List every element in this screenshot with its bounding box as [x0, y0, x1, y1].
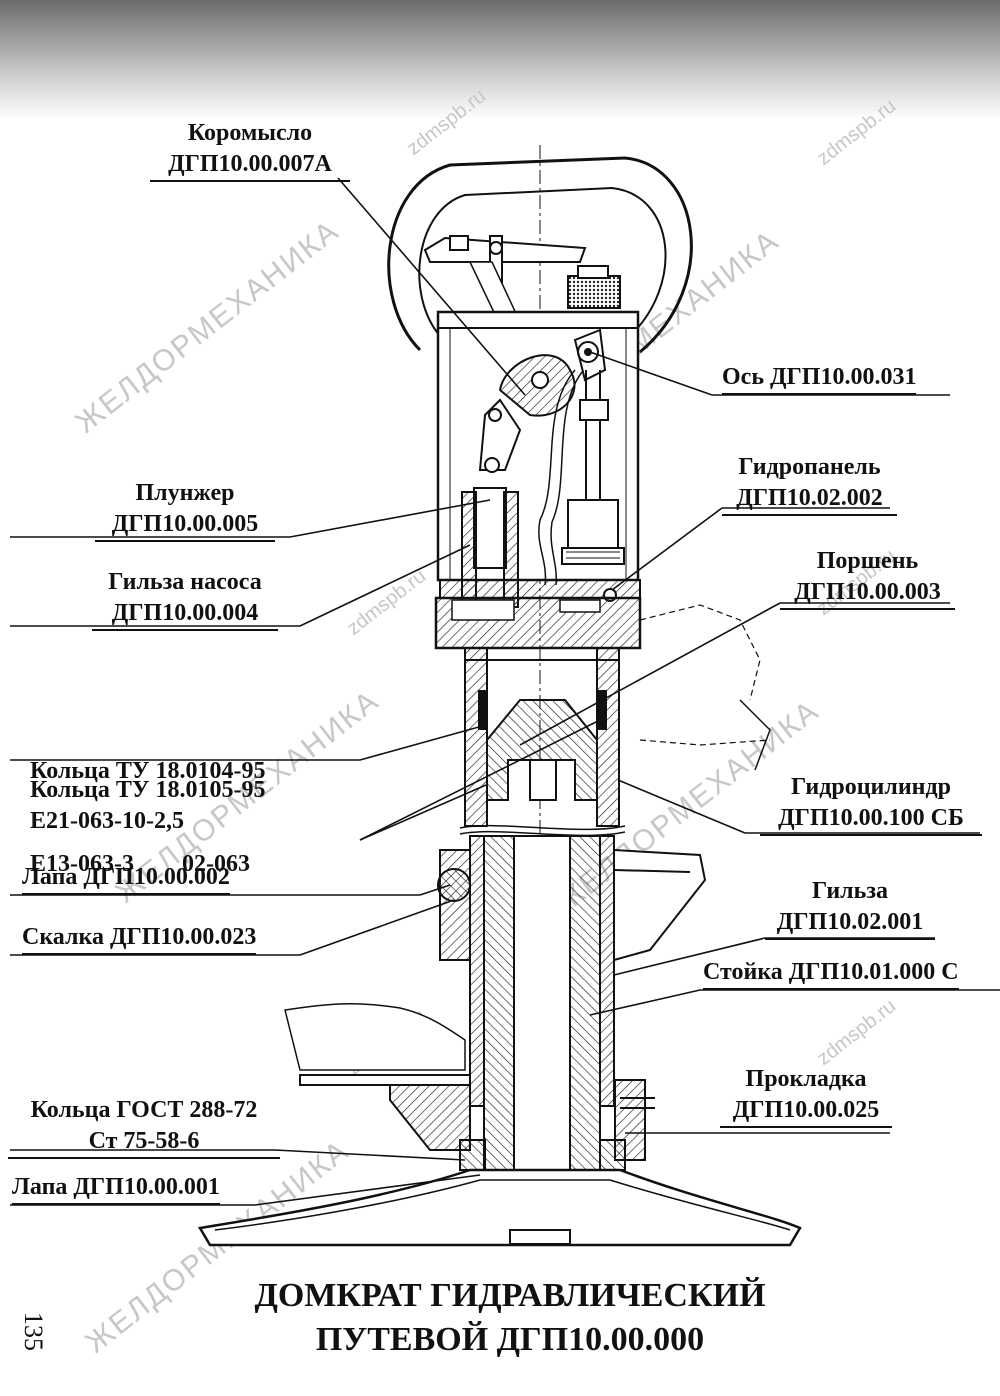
- label-plunzher: Плунжер ДГП10.00.005: [95, 478, 275, 542]
- label-kolca-2-line2: Е21-063-10-2,5: [30, 808, 184, 834]
- sleeve: [469, 835, 485, 1107]
- label-gilza-code: ДГП10.02.001: [765, 907, 935, 940]
- carry-handle: [387, 156, 693, 354]
- label-kolca-2-line1: Кольца ТУ 18.0105-95: [30, 777, 266, 803]
- label-porshen: Поршень ДГП10.00.003: [780, 546, 955, 610]
- label-prokladka: Прокладка ДГП10.00.025: [720, 1064, 892, 1128]
- label-koromyslo-name: Коромысло: [187, 120, 313, 146]
- label-koromyslo-code: ДГП10.00.007А: [150, 149, 350, 182]
- label-kolca-1-line2: Е13-063-3 02-063: [30, 851, 250, 877]
- label-lapa-001: Лапа ДГП10.00.001: [12, 1172, 220, 1205]
- hydro-cylinder-wall-left: [464, 647, 488, 827]
- label-kolca-1: Кольца ТУ 18.0104-95 Е13-063-3 02-063: [30, 694, 266, 911]
- label-gidropanel-code: ДГП10.02.002: [722, 483, 897, 516]
- label-skalka: Скалка ДГП10.00.023: [22, 922, 257, 955]
- label-prokladka-code: ДГП10.00.025: [720, 1095, 892, 1128]
- drawing-title-line1: ДОМКРАТ ГИДРАВЛИЧЕСКИЙ: [254, 1277, 766, 1314]
- label-kolca-gost-line2: Ст 75-58-6: [8, 1126, 280, 1159]
- label-koromyslo: Коромысло ДГП10.00.007А: [150, 118, 350, 182]
- label-lapa-002: Лапа ДГП10.00.002: [22, 862, 230, 895]
- upper-foot: [439, 849, 471, 961]
- label-gilza-nasosa-name: Гильза насоса: [108, 569, 262, 595]
- label-gilza-nasosa-code: ДГП10.00.004: [92, 598, 278, 631]
- label-kolca-gost: Кольца ГОСТ 288-72 Ст 75-58-6: [8, 1095, 280, 1159]
- label-gilza: Гильза ДГП10.02.001: [765, 876, 935, 940]
- label-gilza-name: Гильза: [812, 878, 888, 904]
- piston: [486, 699, 598, 801]
- base-plate: [198, 1168, 802, 1247]
- knurled-cap: [567, 275, 621, 309]
- label-plunzher-code: ДГП10.00.005: [95, 509, 275, 542]
- drawing-title: ДОМКРАТ ГИДРАВЛИЧЕСКИЙ ПУТЕВОЙ ДГП10.00.…: [180, 1274, 840, 1362]
- label-kolca-2: Кольца ТУ 18.0105-95 Е21-063-10-2,5: [30, 775, 266, 837]
- label-porshen-code: ДГП10.00.003: [780, 577, 955, 610]
- page-number: 135: [19, 1312, 48, 1351]
- label-prokladka-name: Прокладка: [745, 1066, 867, 1092]
- label-gidrocilindr-name: Гидроцилиндр: [791, 774, 951, 800]
- drawing-title-line2: ПУТЕВОЙ ДГП10.00.000: [315, 1321, 705, 1358]
- label-gidrocilindr: Гидроцилиндр ДГП10.00.100 СБ: [760, 772, 982, 836]
- label-gidrocilindr-code: ДГП10.00.100 СБ: [760, 803, 982, 836]
- label-stoika: Стойка ДГП10.01.000 С: [703, 957, 959, 990]
- label-porshen-name: Поршень: [816, 548, 919, 574]
- label-kolca-gost-line1: Кольца ГОСТ 288-72: [30, 1097, 258, 1123]
- label-plunzher-name: Плунжер: [135, 480, 235, 506]
- label-os: Ось ДГП10.00.031: [722, 362, 917, 395]
- label-gidropanel: Гидропанель ДГП10.02.002: [722, 452, 897, 516]
- label-gidropanel-name: Гидропанель: [738, 454, 881, 480]
- scan-shading: [0, 0, 1000, 120]
- hydro-cylinder-wall-right: [596, 647, 620, 827]
- label-kolca-1-line1: Кольца ТУ 18.0104-95: [30, 758, 266, 784]
- label-gilza-nasosa: Гильза насоса ДГП10.00.004: [92, 567, 278, 631]
